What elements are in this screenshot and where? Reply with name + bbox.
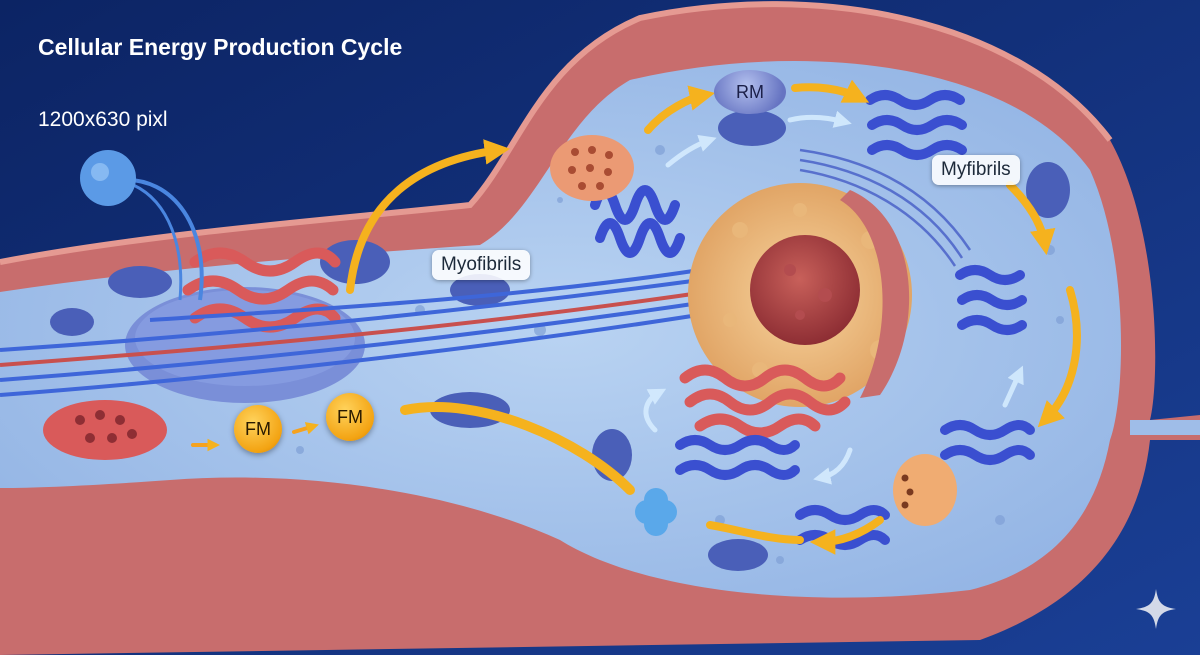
er-stripes [799,148,972,267]
label-fm-1: FM [234,405,282,453]
flagellum-stalk [117,177,204,301]
small-orange-arrows [191,422,319,452]
label-myfibrils: Myfibrils [932,155,1020,185]
label-myofibrils: Myofibrils [432,250,531,280]
label-rm: RM [714,70,786,114]
red-er-center [679,364,851,439]
dimensions-note: 1200x630 pixl [38,108,168,131]
orange-vesicle-bottom [893,454,957,526]
label-fm-2: FM [326,393,374,441]
nuclear-envelope-shelf [840,190,910,398]
flagellum-bulb [80,150,136,206]
membrane-tail [1130,420,1200,435]
page-title: Cellular Energy Production Cycle [38,34,403,60]
sparkle-icon [1136,589,1176,629]
orange-vesicle-top [550,135,634,201]
red-mitochondrion-left [43,400,167,460]
fibers [0,268,731,397]
membrane-rim [0,1,1113,265]
blue-flower-particle [635,488,677,536]
light-arrows [643,110,1024,485]
orange-arrows [346,79,1081,555]
nucleolus [750,235,860,345]
